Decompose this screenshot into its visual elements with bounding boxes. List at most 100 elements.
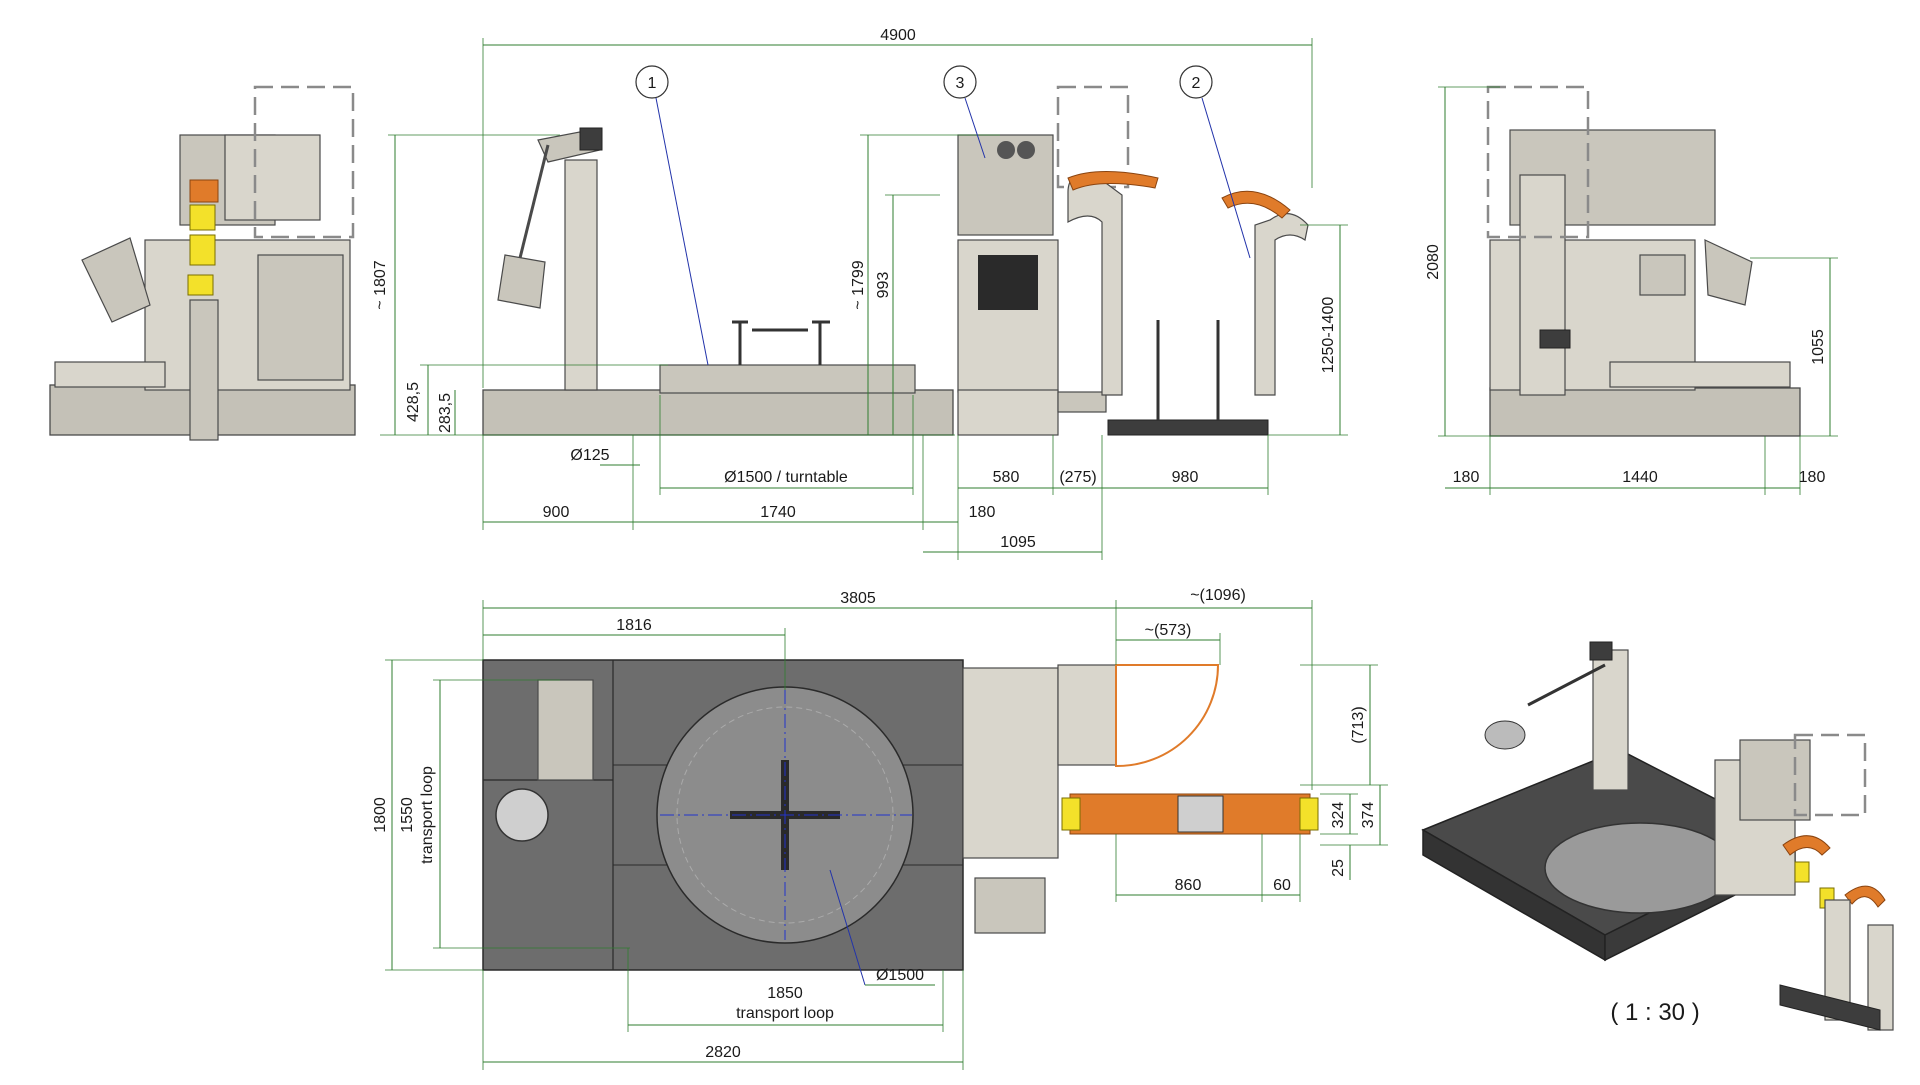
front-view-bridge xyxy=(1057,391,1107,413)
top-view-door-swing xyxy=(1115,664,1220,768)
right-view-tray xyxy=(1609,361,1791,388)
dim-580: 580 xyxy=(993,469,1020,486)
dim-top-1550: 1550 xyxy=(399,797,416,833)
dim-range: 1250-1400 xyxy=(1320,297,1337,374)
dim-top-860: 860 xyxy=(1175,877,1202,894)
top-view-spool xyxy=(495,788,549,842)
dim-180: 180 xyxy=(969,504,996,521)
turntable-profile xyxy=(659,364,916,394)
dim-dia125: Ø125 xyxy=(570,447,609,464)
unit-3-roller-2 xyxy=(1017,141,1035,159)
dim-1095: 1095 xyxy=(1000,534,1036,551)
iso-arm-column xyxy=(1592,649,1629,791)
right-end-view xyxy=(1486,85,1801,437)
left-view-chute xyxy=(81,237,151,323)
dim-side-1440: 1440 xyxy=(1622,469,1658,486)
left-view-yellow-part-2 xyxy=(189,234,216,266)
dim-top-3805: 3805 xyxy=(840,590,876,607)
dim-428-5: 428,5 xyxy=(405,382,422,422)
unit-2-left-guide xyxy=(1067,171,1159,191)
unit-2-base xyxy=(1107,419,1269,436)
dim-top-1850: 1850 xyxy=(767,985,803,1002)
iso-guide-2 xyxy=(1844,885,1886,908)
front-view-spool xyxy=(497,254,546,309)
unit-3-window xyxy=(978,255,1038,310)
dim-top-324: 324 xyxy=(1330,802,1347,829)
unit-2-right-arch xyxy=(1254,213,1309,396)
front-view xyxy=(482,85,1309,436)
dim-height-unit: ~ 1799 xyxy=(850,260,867,309)
left-view-column xyxy=(189,299,219,441)
unit-2-left-arch xyxy=(1067,173,1123,396)
top-view-unit-3-tank xyxy=(974,877,1046,934)
unit-3-dashed-envelope xyxy=(1056,85,1130,189)
front-view-base xyxy=(482,389,954,436)
iso-unit-2-base xyxy=(1779,984,1881,1031)
top-view-conveyor-carriage xyxy=(1177,795,1224,833)
dim-top-1816: 1816 xyxy=(616,617,652,634)
dim-top-transport-left: transport loop xyxy=(419,766,436,864)
right-view-dashed-envelope xyxy=(1486,85,1590,239)
dim-283-5: 283,5 xyxy=(437,393,454,433)
iso-guide-1 xyxy=(1782,835,1831,856)
iso-dashed-envelope xyxy=(1793,733,1867,817)
scale-label: ( 1 : 30 ) xyxy=(1610,999,1699,1026)
dim-side-height: 2080 xyxy=(1425,244,1442,280)
dim-top-573: ~(573) xyxy=(1145,622,1192,639)
isometric-view xyxy=(1421,641,1894,1031)
left-view-tray xyxy=(54,361,166,388)
left-view-motor-box xyxy=(224,134,321,221)
iso-spool xyxy=(1484,720,1526,750)
dim-993: 993 xyxy=(875,272,892,299)
dim-overall-length: 4900 xyxy=(880,27,916,44)
right-view-column xyxy=(1519,174,1566,396)
callout-1-label: 1 xyxy=(648,75,657,92)
right-view-motor xyxy=(1539,329,1571,349)
dim-height-left: ~ 1807 xyxy=(372,260,389,309)
top-view-bridge xyxy=(1057,664,1117,766)
right-view-spool xyxy=(1639,254,1686,296)
dim-top-1800: 1800 xyxy=(372,797,389,833)
dim-900: 900 xyxy=(543,504,570,521)
right-view-chute xyxy=(1704,239,1753,306)
front-dimensions: 4900 ~ 1807 428,5 283,5 ~ 1799 993 1250-… xyxy=(372,27,1348,560)
dim-side-180-left: 180 xyxy=(1453,469,1480,486)
iso-yellow-1 xyxy=(1794,861,1810,883)
dim-top-2820: 2820 xyxy=(705,1044,741,1061)
unit-3-base xyxy=(957,389,1059,436)
callout-3-label: 3 xyxy=(956,75,965,92)
dim-top-713: (713) xyxy=(1350,706,1367,743)
unit-2-right-guide xyxy=(1221,190,1291,219)
left-view-door xyxy=(257,254,344,381)
top-view xyxy=(482,659,1319,971)
top-view-conveyor-end-right xyxy=(1299,797,1319,831)
unit-3-roller-1 xyxy=(997,141,1015,159)
dim-side-180-right: 180 xyxy=(1799,469,1826,486)
dim-980: 980 xyxy=(1172,469,1199,486)
dim-top-60: 60 xyxy=(1273,877,1291,894)
top-view-conveyor-end-left xyxy=(1061,797,1081,831)
right-dimensions: 2080 1055 180 1440 180 xyxy=(1425,86,1838,495)
dim-top-1096: ~(1096) xyxy=(1190,587,1246,604)
front-view-motor xyxy=(579,127,603,151)
top-dimensions: 3805 ~(1096) 1816 ~(573) (713) 324 374 2… xyxy=(372,587,1388,1070)
iso-unit-3-head xyxy=(1739,739,1811,821)
dim-top-transport-bottom: transport loop xyxy=(736,1005,834,1022)
callout-1 xyxy=(635,65,669,99)
iso-turntable xyxy=(1544,822,1736,914)
left-view-orange-part xyxy=(189,179,219,203)
top-view-arm-unit xyxy=(537,679,594,781)
callout-2-label: 2 xyxy=(1192,75,1201,92)
dim-top-dia1500: Ø1500 xyxy=(876,967,924,984)
top-view-unit-3 xyxy=(962,667,1059,859)
dim-side-1055: 1055 xyxy=(1810,329,1827,365)
left-view-yellow-part-1 xyxy=(189,204,216,231)
iso-motor xyxy=(1589,641,1613,661)
dim-1740: 1740 xyxy=(760,504,796,521)
dim-275: (275) xyxy=(1059,469,1096,486)
front-view-arm-column xyxy=(564,159,598,391)
dim-top-25: 25 xyxy=(1330,859,1347,877)
dim-top-374: 374 xyxy=(1360,802,1377,829)
